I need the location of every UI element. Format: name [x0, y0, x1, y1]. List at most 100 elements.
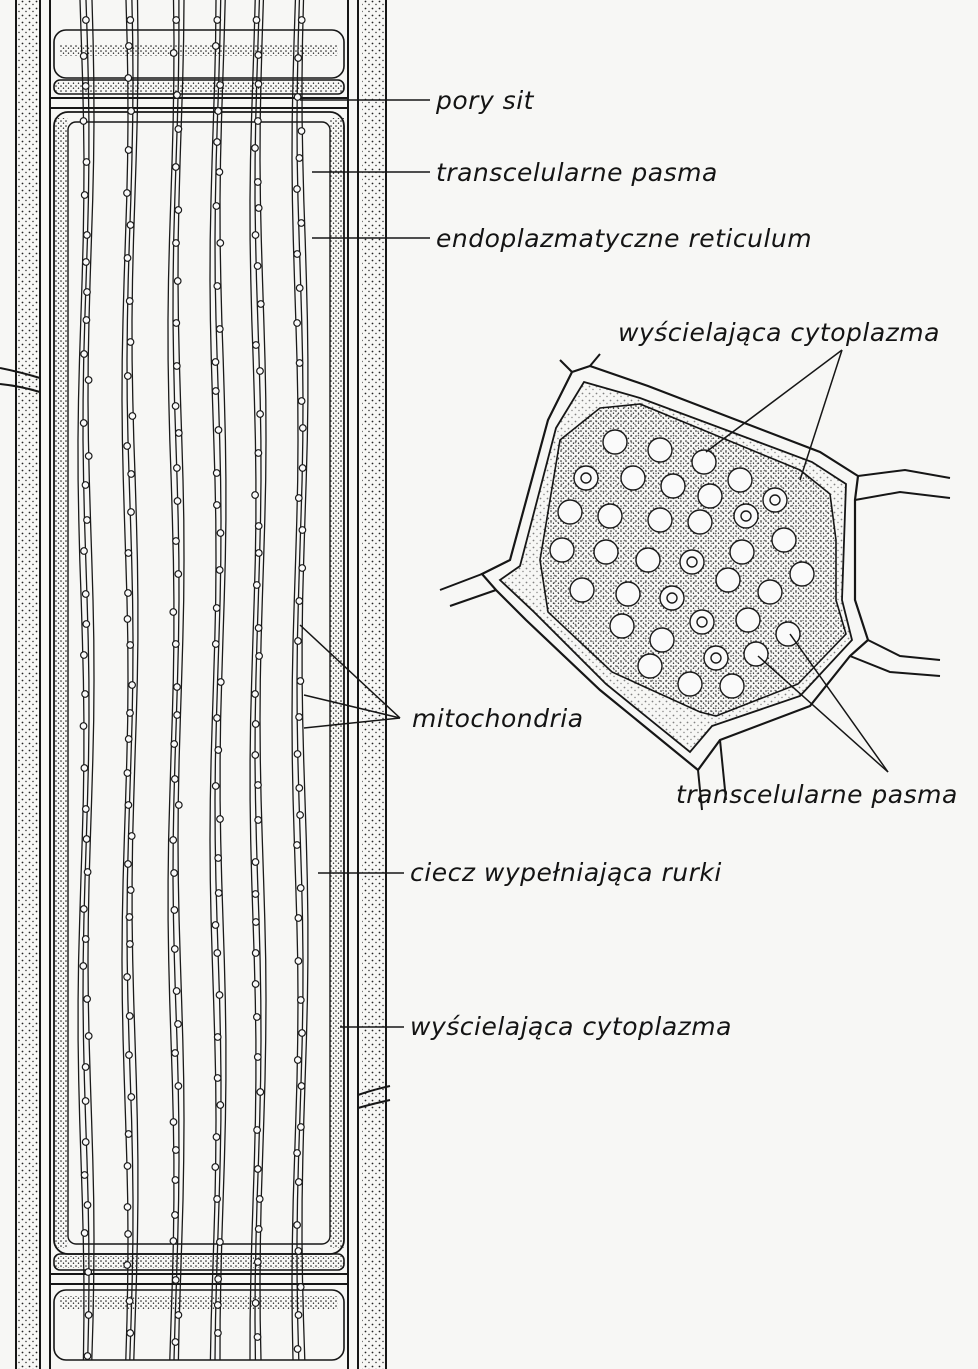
- cross-strand-core: [770, 495, 780, 505]
- mitochondrion: [81, 652, 88, 659]
- mitochondrion: [215, 747, 222, 754]
- mitochondrion: [176, 430, 183, 437]
- cross-strand: [598, 504, 622, 528]
- cross-strand-core: [667, 593, 677, 603]
- mitochondrion: [170, 1119, 177, 1126]
- cross-strand: [730, 540, 754, 564]
- mitochondrion: [295, 958, 302, 965]
- label-endoplasmic-reticulum: endoplazmatyczne reticulum: [436, 224, 812, 253]
- mitochondrion: [129, 413, 136, 420]
- mitochondrion: [173, 641, 180, 648]
- cross-strand: [550, 538, 574, 562]
- mitochondrion: [294, 320, 301, 327]
- mitochondrion: [253, 582, 260, 589]
- mitochondrion: [215, 427, 222, 434]
- mitochondrion: [175, 1312, 182, 1319]
- mitochondrion: [296, 785, 303, 792]
- mitochondrion: [173, 538, 180, 545]
- label-mitochondria: mitochondria: [412, 704, 584, 733]
- cross-strand: [678, 672, 702, 696]
- mitochondrion: [83, 621, 90, 628]
- mitochondrion: [173, 17, 180, 24]
- mitochondrion: [128, 833, 135, 840]
- mitochondrion: [255, 523, 262, 530]
- cross-strand: [698, 484, 722, 508]
- mitochondrion: [82, 1098, 89, 1105]
- label-lining-cytoplasm-cross: wyścielająca cytoplazma: [618, 318, 940, 347]
- cross-strand: [790, 562, 814, 586]
- mitochondrion: [214, 1075, 221, 1082]
- mitochondrion: [298, 997, 305, 1004]
- strand-fibre: [168, 0, 174, 1360]
- mitochondrion: [294, 751, 301, 758]
- mitochondrion: [214, 715, 221, 722]
- mitochondrion: [254, 1259, 261, 1266]
- mitochondrion: [126, 1298, 133, 1305]
- mitochondrion: [124, 770, 131, 777]
- mitochondrion: [257, 1089, 264, 1096]
- mitochondrion: [252, 721, 259, 728]
- mitochondrion: [213, 641, 220, 648]
- mitochondrion: [212, 359, 219, 366]
- mitochondrion: [125, 147, 132, 154]
- mitochondrion: [81, 548, 88, 555]
- mitochondrion: [300, 425, 307, 432]
- mitochondrion: [174, 712, 181, 719]
- longitudinal-section: [0, 0, 390, 1369]
- cross-strand: [758, 580, 782, 604]
- mitochondrion: [296, 360, 303, 367]
- mitochondrion: [294, 251, 301, 258]
- mitochondrion: [253, 919, 260, 926]
- mitochondrion: [174, 684, 181, 691]
- mitochondrion: [173, 320, 180, 327]
- mitochondrion: [254, 1334, 261, 1341]
- mitochondrion: [172, 1050, 179, 1057]
- mitochondrion: [218, 679, 225, 686]
- mitochondrion: [216, 567, 223, 574]
- mitochondrion: [214, 502, 221, 509]
- mitochondrion: [298, 17, 305, 24]
- mitochondrion: [212, 1164, 219, 1171]
- mitochondrion: [215, 1276, 222, 1283]
- label-transcellular-strands-top: transcelularne pasma: [436, 158, 718, 187]
- mitochondrion: [217, 816, 224, 823]
- mitochondrion: [253, 17, 260, 24]
- mitochondrion: [215, 108, 222, 115]
- cross-strand: [648, 508, 672, 532]
- mitochondrion: [175, 126, 182, 133]
- cross-strand-core: [711, 653, 721, 663]
- mitochondrion: [254, 179, 261, 186]
- mitochondrion: [295, 915, 302, 922]
- mitochondrion: [296, 285, 303, 292]
- mitochondrion: [296, 495, 303, 502]
- cross-strand: [621, 466, 645, 490]
- mitochondrion: [127, 222, 134, 229]
- mitochondrion: [297, 885, 304, 892]
- mitochondrion: [216, 169, 223, 176]
- mitochondrion: [294, 1346, 301, 1353]
- mitochondrion: [252, 950, 259, 957]
- cross-strand: [636, 548, 660, 572]
- mitochondrion: [80, 963, 87, 970]
- mitochondrion: [299, 465, 306, 472]
- mitochondrion: [127, 887, 134, 894]
- mitochondrion: [81, 1172, 88, 1179]
- mitochondrion: [126, 298, 133, 305]
- cross-strand: [736, 608, 760, 632]
- cross-strand: [610, 614, 634, 638]
- mitochondrion: [83, 317, 90, 324]
- mitochondrion: [217, 240, 224, 247]
- mitochondrion: [254, 1014, 261, 1021]
- transcellular-strands: [78, 0, 308, 1360]
- mitochondrion: [171, 907, 178, 914]
- mitochondrion: [128, 108, 135, 115]
- mitochondrion: [296, 155, 303, 162]
- mitochondrion: [172, 1212, 179, 1219]
- mitochondrion: [174, 363, 181, 370]
- mitochondrion: [85, 1312, 92, 1319]
- cross-strand: [728, 468, 752, 492]
- left-neighbour-cytoplasm: [18, 0, 38, 1369]
- mitochondrion: [125, 590, 132, 597]
- mitochondrion: [173, 1147, 180, 1154]
- lining-cytoplasm-right: [330, 118, 344, 1248]
